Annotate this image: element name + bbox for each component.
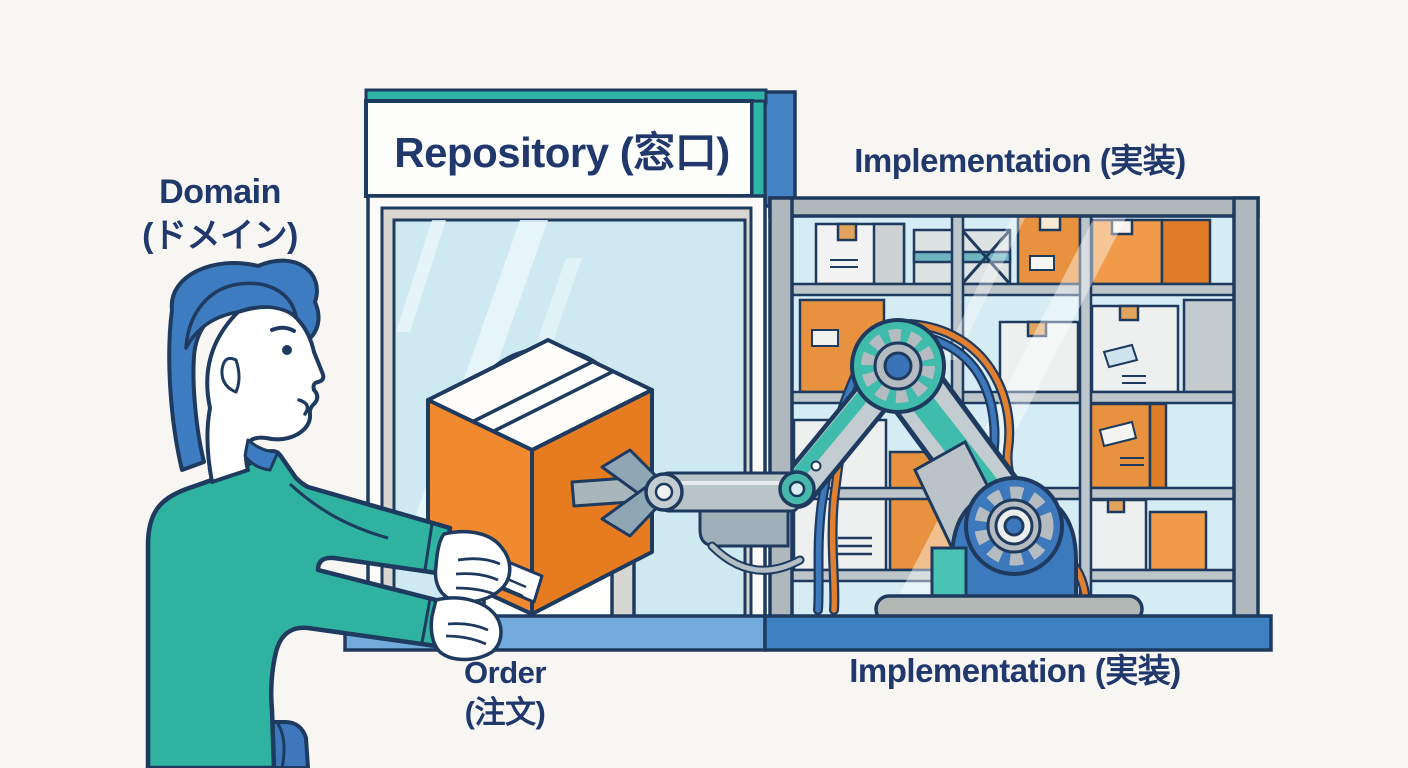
person-domain	[145, 258, 512, 768]
order-label: Order (注文)	[412, 653, 598, 734]
sign-panel	[364, 99, 754, 198]
robot-gripper	[660, 470, 816, 575]
domain-label-ja: (ドメイン)	[142, 217, 298, 256]
elbow-gear	[850, 318, 946, 414]
implementation-footer-label: Implementation (実装)	[849, 652, 1181, 689]
person-hair-front	[184, 281, 298, 350]
booth-side-pillar	[763, 90, 797, 208]
person-face	[205, 304, 326, 484]
robot-arm	[777, 318, 1144, 624]
person-ear	[220, 356, 241, 394]
implementation-cabinet	[768, 196, 1260, 624]
gripper-housing	[698, 509, 790, 548]
base-gear	[964, 476, 1064, 576]
person-eyebrow	[270, 325, 296, 333]
domain-label-en: Domain	[159, 173, 281, 211]
person-hair-nape	[243, 438, 280, 472]
order-package	[426, 338, 654, 616]
person-head	[167, 258, 326, 484]
repository-sign-label: Repository (窓口)	[394, 129, 730, 176]
counter-right	[763, 614, 1273, 652]
person-sweater	[145, 449, 453, 768]
implementation-header-label: Implementation (実装)	[854, 142, 1186, 179]
order-label-en: Order	[464, 655, 546, 690]
person-hands	[429, 529, 512, 662]
person-smile	[297, 398, 310, 416]
domain-label: Domain (ドメイン)	[118, 170, 322, 258]
person-eye	[282, 345, 292, 355]
sign-side-strip	[750, 99, 767, 198]
order-label-ja: (注文)	[464, 695, 546, 731]
gripper-claw	[600, 448, 684, 538]
